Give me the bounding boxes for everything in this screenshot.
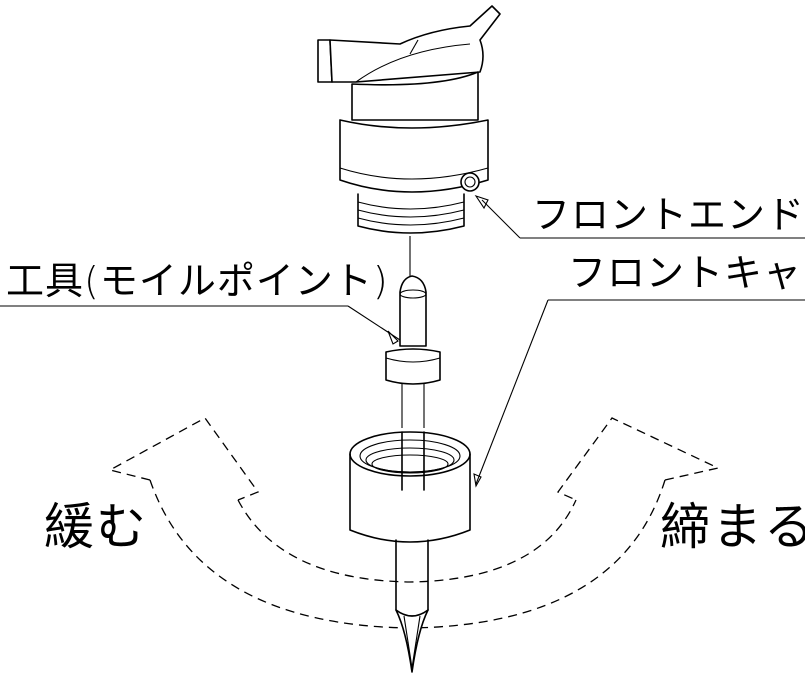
tool-moil-point [385,275,441,428]
tool-label: 工具(モイルポイント) [6,259,389,303]
front-end-label: フロントエンド [532,193,805,237]
tighten-label: 締まる [660,498,805,556]
front-end-part [317,5,501,278]
front-cap-label: フロントキャップ [568,251,805,295]
front-cap-part [349,431,471,543]
leader-lines [0,194,805,488]
tool-tip [395,539,429,673]
loosen-label: 緩む [44,498,148,556]
